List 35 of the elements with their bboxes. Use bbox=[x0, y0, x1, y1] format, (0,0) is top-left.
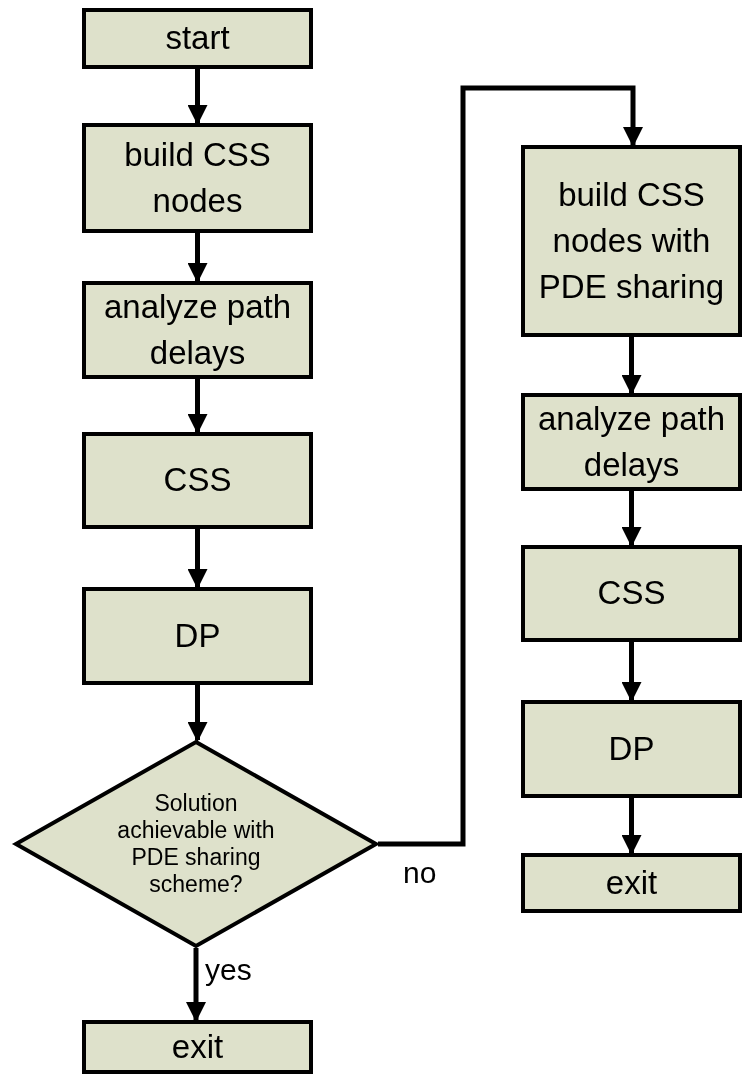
arrow bbox=[621, 642, 642, 702]
node-label: analyze path delays bbox=[536, 398, 727, 485]
arrow bbox=[187, 379, 208, 434]
node-label: CSS bbox=[597, 573, 666, 614]
node-label: CSS bbox=[163, 460, 232, 501]
node-label: build CSS nodes with PDE sharing bbox=[537, 174, 726, 308]
process-box bbox=[521, 545, 742, 642]
process-box bbox=[82, 8, 313, 69]
node-label: analyze path delays bbox=[102, 286, 293, 373]
process-box bbox=[82, 1020, 313, 1074]
process-box bbox=[521, 393, 742, 491]
arrow bbox=[187, 685, 208, 742]
node-label: DP bbox=[608, 728, 655, 769]
node-label: Solution achievable with PDE sharing scheme? bbox=[116, 790, 276, 898]
process-box bbox=[82, 432, 313, 529]
arrow bbox=[187, 529, 208, 589]
process-box bbox=[82, 281, 313, 379]
process-box bbox=[521, 853, 742, 913]
node-label: start bbox=[165, 18, 230, 59]
node-label: exit bbox=[605, 862, 658, 903]
node-label: DP bbox=[174, 615, 221, 656]
decision-diamond bbox=[14, 740, 378, 948]
arrow bbox=[187, 233, 208, 283]
process-box bbox=[521, 700, 742, 798]
process-box bbox=[521, 145, 742, 337]
arrow bbox=[621, 491, 642, 547]
arrow bbox=[378, 85, 643, 847]
node-label: build CSS nodes bbox=[123, 134, 272, 221]
process-box bbox=[82, 123, 313, 233]
process-box bbox=[82, 587, 313, 685]
arrow bbox=[621, 798, 642, 855]
arrow bbox=[621, 337, 642, 395]
arrow bbox=[187, 69, 208, 125]
arrow bbox=[186, 948, 206, 1022]
node-label: exit bbox=[171, 1026, 224, 1067]
